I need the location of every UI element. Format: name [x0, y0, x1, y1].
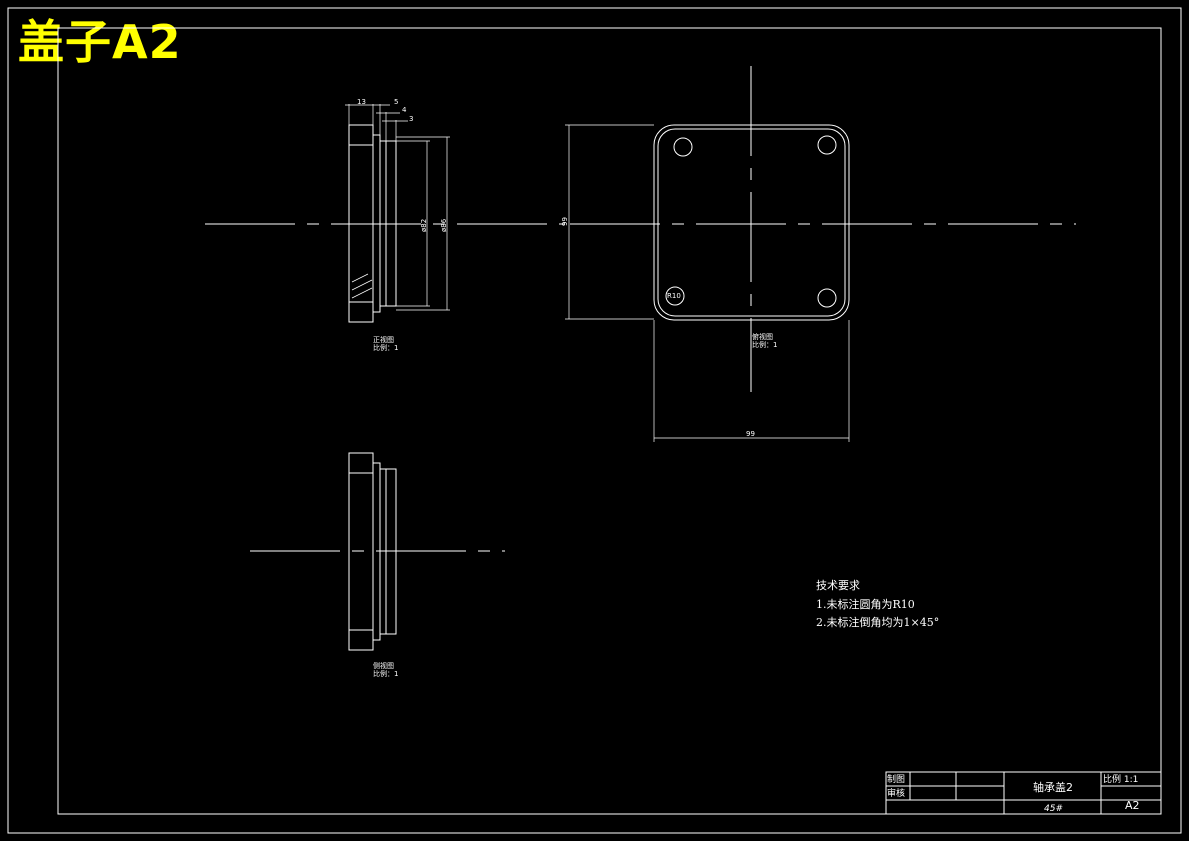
tb-drawn-label: 制图 [887, 773, 905, 785]
side-caption-2: 比例：1 [373, 669, 398, 678]
title-block-frame [885, 771, 1162, 815]
tech-item-2: 2.未标注倒角均为1×45° [816, 615, 939, 629]
sheet-border-inner [57, 27, 1162, 815]
stamp-label: 盖子A2 [18, 15, 182, 69]
top-view: R10 99 99 俯视图 比例：1 [561, 66, 1076, 442]
height-dim-label: 99 [561, 217, 569, 226]
dim-4: 4 [402, 106, 407, 114]
top-caption-1: 俯视图 [752, 332, 773, 341]
front-caption-1: 正视图 [373, 335, 394, 344]
width-dim-label: 99 [746, 430, 755, 438]
side-view: 侧视图 比例：1 [250, 452, 505, 678]
tb-scale: 比例 1:1 [1103, 773, 1138, 785]
front-section-view: 13 5 4 3 ø82 ø86 正视图 比例：1 [205, 98, 565, 352]
tech-requirements: 技术要求 1.未标注圆角为R10 2.未标注倒角均为1×45° [816, 579, 939, 629]
top-outline-inner [657, 128, 846, 317]
front-caption-2: 比例：1 [373, 343, 398, 352]
tb-sheet: A2 [1125, 799, 1140, 812]
side-caption-1: 侧视图 [373, 661, 394, 670]
top-outline-outer [653, 124, 850, 321]
title-block: 制图 审核 轴承盖2 45# 比例 1:1 A2 [885, 771, 1162, 815]
dim-3: 3 [409, 115, 413, 123]
front-hatch [351, 273, 373, 299]
bolt-hole-tr [817, 135, 837, 155]
top-caption-2: 比例：1 [752, 340, 777, 349]
bolt-hole-tl [673, 137, 693, 157]
dim-13: 13 [357, 98, 366, 106]
tb-part-name: 轴承盖2 [1033, 780, 1073, 794]
dim-5: 5 [394, 98, 398, 106]
dia-82-label: ø82 [420, 219, 428, 232]
bolt-hole-br [817, 288, 837, 308]
dia-86-label: ø86 [440, 218, 448, 232]
tech-item-1: 1.未标注圆角为R10 [816, 597, 915, 611]
front-boss [385, 140, 397, 307]
sheet-border-outer [7, 7, 1182, 834]
bolt-hole-bl [665, 286, 685, 306]
radius-label: R10 [667, 292, 681, 300]
tb-material: 45# [1044, 804, 1063, 814]
tech-heading: 技术要求 [816, 579, 860, 592]
tb-review-label: 审核 [887, 787, 905, 799]
side-boss [385, 468, 397, 635]
